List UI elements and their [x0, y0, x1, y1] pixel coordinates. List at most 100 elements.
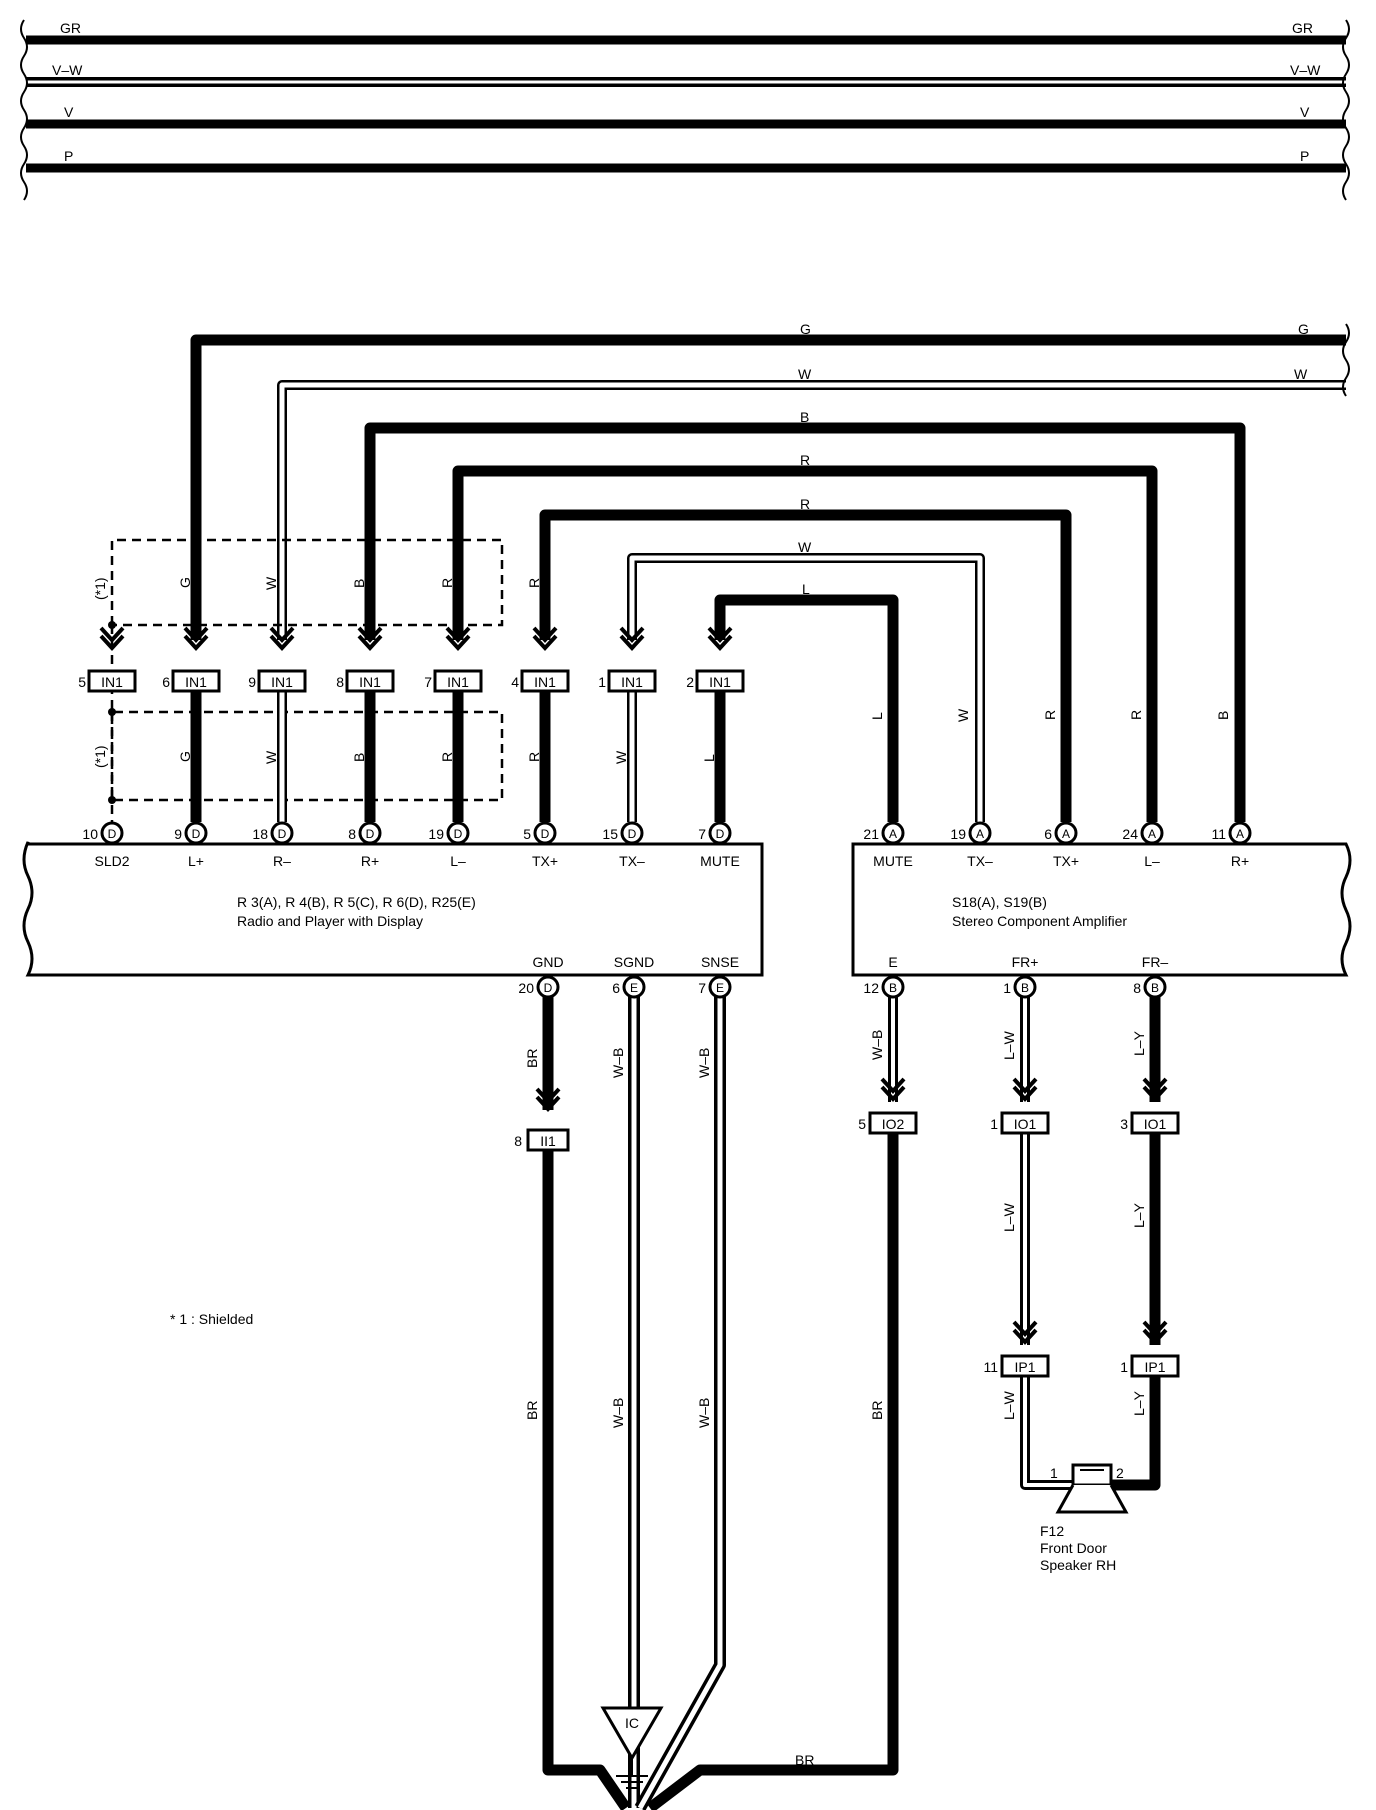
speaker-pin: 1 [1050, 1465, 1058, 1481]
in1-radio-wires [190, 690, 726, 822]
radio-component: D D D D D D D D 10 9 18 8 19 5 15 7 SLD2… [22, 821, 764, 977]
radio-terminal-pin: 20 [518, 980, 534, 996]
radio-terminal-conn: D [716, 827, 725, 841]
lower-wire-label: BR [795, 1752, 814, 1768]
loop-wire-label: B [800, 409, 809, 425]
amp-wire-label: R [1128, 710, 1144, 720]
shield-box-upper [110, 538, 504, 627]
amp-terminal-name: MUTE [873, 853, 913, 869]
shield-note-label: (*1) [92, 577, 108, 600]
amp-terminal-name: FR– [1142, 954, 1169, 970]
radio-terminal-conn: E [630, 981, 638, 995]
radio-terminal-name: L+ [188, 853, 204, 869]
loop-wire-b [364, 422, 1246, 822]
connector-in1-row: IN1 IN1 IN1 IN1 IN1 IN1 IN1 IN1 5 6 9 8 … [78, 626, 745, 693]
radio-terminal-pin: 10 [82, 826, 98, 842]
in1-wire-label: R [526, 752, 542, 762]
radio-terminal-conn: D [192, 827, 201, 841]
amp-terminal-pin: 6 [1044, 826, 1052, 842]
amp-terminal-pin: 11 [1211, 826, 1226, 842]
amplifier-component: A A A A A 21 19 6 24 11 MUTE TX– TX+ L– … [851, 821, 1352, 977]
amp-terminal-name: L– [1144, 853, 1160, 869]
speaker-name: Speaker RH [1040, 1557, 1116, 1573]
radio-body [22, 841, 764, 977]
loop-wire-l-mute [714, 594, 899, 822]
loop-wire-r-txplus [539, 509, 1072, 822]
radio-terminal-pin: 18 [252, 826, 268, 842]
amp-terminal-conn: A [1148, 827, 1156, 841]
in1-pin-number: 4 [511, 674, 519, 690]
top-wire-bus: GR GR V–W V–W V V P P [20, 19, 1350, 201]
loop-wire-w-txminus [627, 553, 985, 822]
connector-pin: 1 [990, 1116, 998, 1132]
loop-wire-label: L [802, 581, 810, 597]
loop-wire-label: W [1294, 366, 1308, 382]
lower-wire-label: L–Y [1131, 1202, 1147, 1228]
amp-terminal-conn: A [889, 827, 897, 841]
loop-wire-label: W [798, 366, 812, 382]
break-mark-loop [1342, 323, 1350, 397]
amp-terminal-conn: A [1236, 827, 1244, 841]
connector-pin: 3 [1120, 1116, 1128, 1132]
in1-connector-label: IN1 [621, 674, 643, 690]
amp-terminal-name: FR+ [1012, 954, 1039, 970]
in1-wire-label: L [701, 754, 717, 762]
amp-terminal-pin: 19 [950, 826, 966, 842]
radio-terminal-conn: D [544, 981, 553, 995]
speaker-code: F12 [1040, 1523, 1064, 1539]
lower-wire-label: BR [524, 1049, 540, 1068]
top-wire-label-right: V [1300, 104, 1310, 120]
in1-pin-number: 6 [162, 674, 170, 690]
radio-terminal-name: SNSE [701, 954, 739, 970]
amp-bottom-terminals [881, 975, 1167, 999]
shield-note-label: (*1) [92, 745, 108, 768]
in1-wire-label: R [439, 578, 455, 588]
radio-terminal-name: TX– [619, 853, 645, 869]
ground-icon [600, 1706, 664, 1789]
radio-terminal-conn: D [108, 827, 117, 841]
amp-terminal-conn: B [1021, 981, 1029, 995]
amp-terminal-conn: A [976, 827, 984, 841]
top-wire-label-right: P [1300, 148, 1309, 164]
shield-dot [108, 796, 116, 804]
in1-pin-number: 9 [248, 674, 256, 690]
shield-dot [108, 708, 116, 716]
radio-terminal-name: L– [450, 853, 466, 869]
connector-pin: 1 [1120, 1359, 1128, 1375]
radio-terminal-pin: 8 [348, 826, 356, 842]
lower-arrows [535, 1077, 1168, 1345]
loop-wire-label: G [1298, 321, 1309, 337]
radio-terminal-conn: D [366, 827, 375, 841]
radio-subtitle: Radio and Player with Display [237, 913, 423, 929]
loop-wire-label: G [800, 321, 811, 337]
amp-terminal-pin: 8 [1133, 980, 1141, 996]
loop-wire-label: R [800, 496, 810, 512]
loop-wire-r-lminus [452, 465, 1158, 822]
radio-terminal-pin: 15 [602, 826, 618, 842]
shield-dot [108, 621, 116, 629]
connector-label: IO1 [1014, 1116, 1037, 1132]
connector-label: II1 [540, 1133, 556, 1149]
lower-wire-label: BR [869, 1401, 885, 1420]
radio-terminal-name: GND [532, 954, 563, 970]
amp-wire-label: W [955, 708, 971, 722]
in1-wire-label: R [526, 578, 542, 588]
in1-wire-label: B [351, 753, 367, 762]
connector-label: IP1 [1144, 1359, 1165, 1375]
in1-pin-number: 2 [686, 674, 694, 690]
in1-wire-label: R [439, 752, 455, 762]
amp-wire-label: L [869, 712, 885, 720]
connector-label: IP1 [1014, 1359, 1035, 1375]
in1-wire-label: B [351, 579, 367, 588]
connector-label: IO2 [882, 1116, 905, 1132]
lower-wire-label: W–B [696, 1398, 712, 1428]
lower-wire-label: BR [524, 1401, 540, 1420]
break-mark-left [20, 19, 28, 201]
radio-bottom-terminals [536, 975, 732, 999]
top-wire-label-left: GR [60, 20, 81, 36]
radio-terminal-conn: D [541, 827, 550, 841]
amplifier-subtitle: Stereo Component Amplifier [952, 913, 1127, 929]
amplifier-title: S18(A), S19(B) [952, 894, 1047, 910]
lower-wires [542, 986, 1161, 1810]
